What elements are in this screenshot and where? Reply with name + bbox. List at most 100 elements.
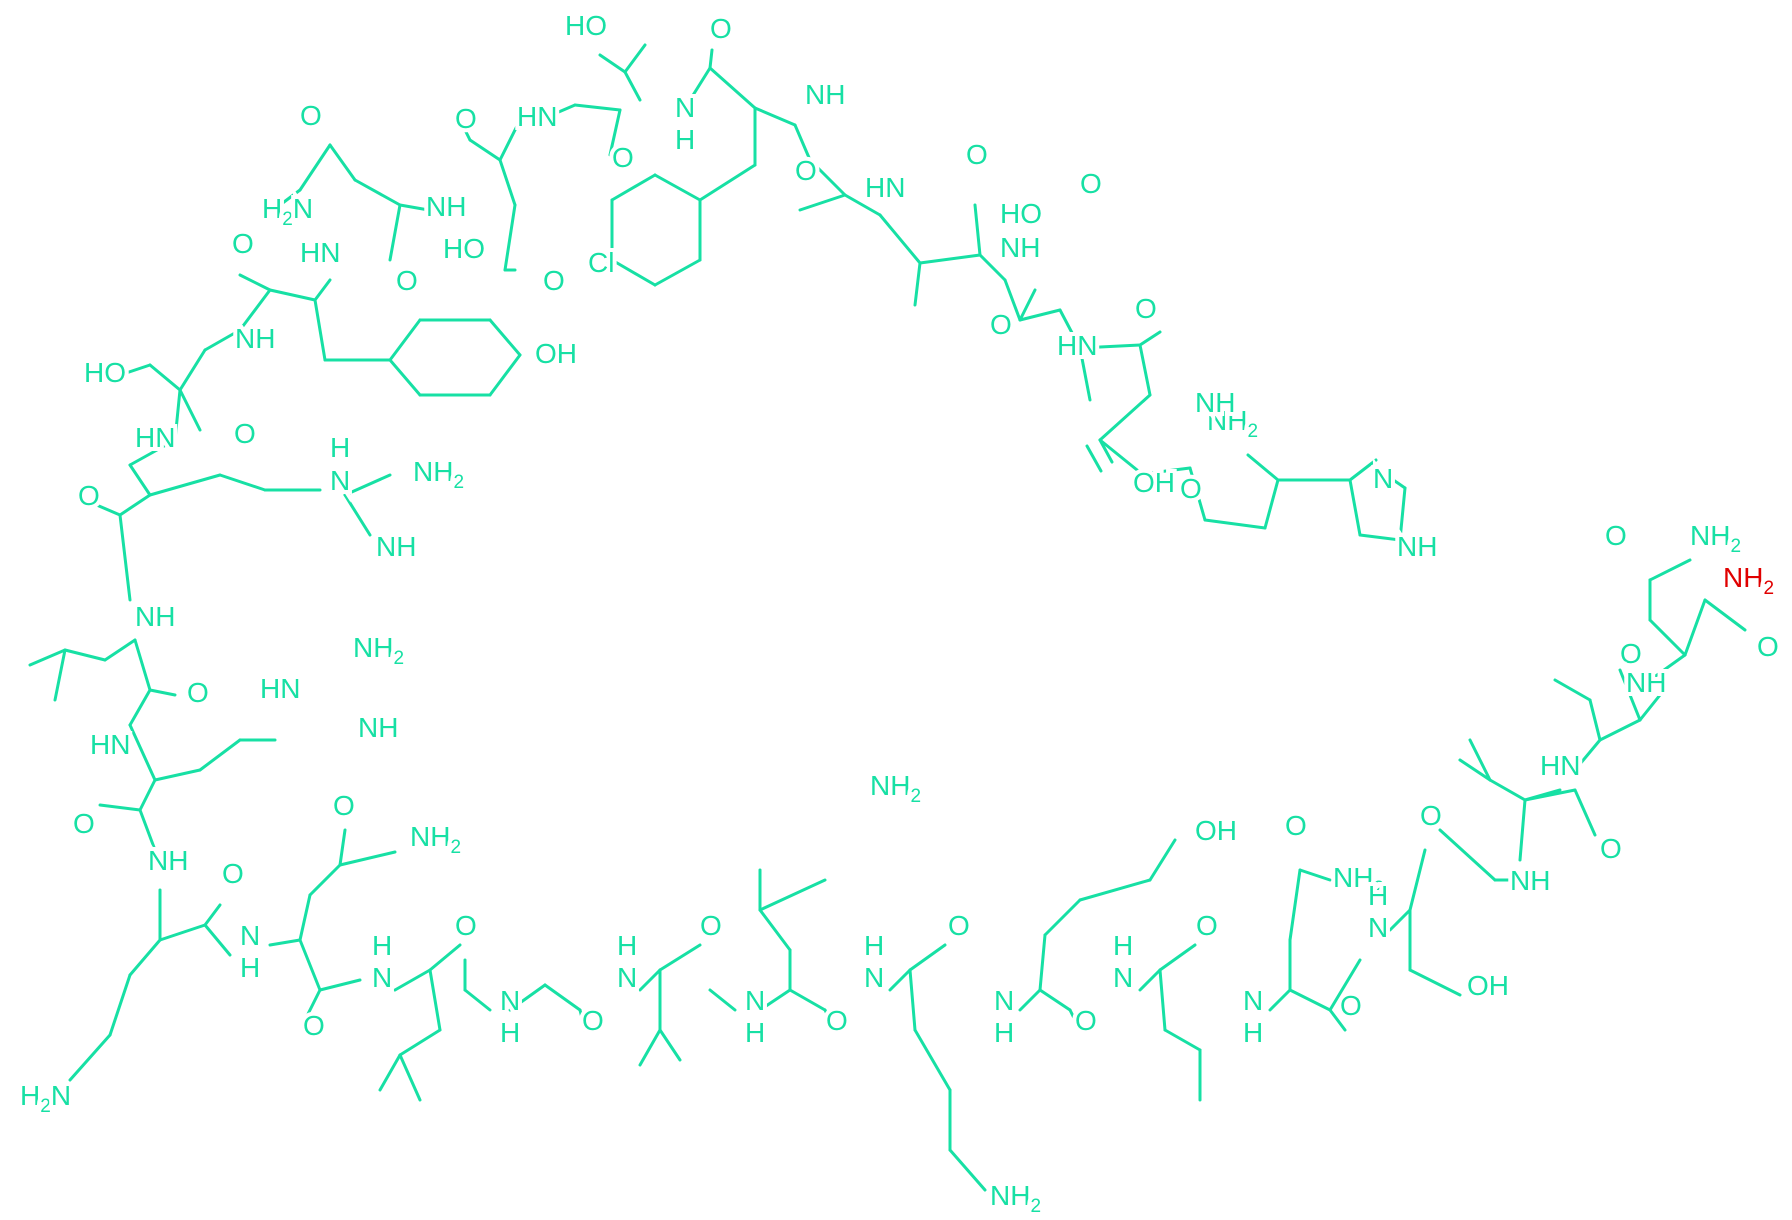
bond bbox=[1078, 346, 1092, 402]
bond bbox=[1038, 988, 1072, 1012]
atom-label-thr2-nh: NH bbox=[235, 323, 275, 354]
bond bbox=[338, 828, 347, 867]
atom-label-ser2-h: H bbox=[1368, 880, 1388, 911]
bond bbox=[398, 203, 442, 214]
atom-label-val2-n: N bbox=[617, 962, 637, 993]
atom-label-phe-nh: NH bbox=[805, 79, 845, 110]
atom-label-tyr1-oh: OH bbox=[535, 338, 577, 369]
atom-label-tyr1-hn: HN bbox=[300, 237, 340, 268]
bond bbox=[598, 53, 627, 74]
atom-label-asn1-o2: O bbox=[300, 100, 322, 131]
bond bbox=[1148, 838, 1177, 882]
bond bbox=[1263, 478, 1280, 530]
atom-label-lys1-h2n: H2N bbox=[20, 1080, 71, 1117]
bond bbox=[573, 103, 622, 112]
atom-label-lys2-o: O bbox=[826, 1005, 848, 1036]
bond bbox=[63, 648, 107, 662]
atom-label-asn1-o: O bbox=[396, 265, 418, 296]
atom-label-his-nh-ring: NH bbox=[1397, 531, 1437, 562]
bond bbox=[1298, 868, 1332, 882]
atom-label-tyr2-o: O bbox=[1075, 1005, 1097, 1036]
atom-label-gln-nh: N bbox=[240, 920, 260, 951]
bond bbox=[1098, 438, 1144, 476]
bond bbox=[298, 143, 332, 192]
bond bbox=[278, 188, 302, 207]
atom-label-asn3-o: O bbox=[1605, 520, 1627, 551]
bond bbox=[128, 463, 152, 497]
bond bbox=[623, 43, 647, 74]
bond bbox=[1158, 968, 1167, 1032]
atom-label-arg2-hn: HN bbox=[260, 673, 300, 704]
atom-label-val1-hn: HN bbox=[865, 172, 905, 203]
bond bbox=[108, 973, 132, 1037]
bond bbox=[698, 163, 757, 202]
bond bbox=[463, 988, 492, 1012]
bond bbox=[298, 893, 312, 942]
bond bbox=[153, 768, 202, 782]
atom-label-arg1-nh2: NH2 bbox=[413, 456, 464, 493]
bond bbox=[464, 130, 472, 142]
bond bbox=[28, 648, 67, 667]
atom-label-phe-o: O bbox=[710, 13, 732, 44]
atom-label-arg2-nh2: NH2 bbox=[353, 632, 404, 669]
atom-label-lys2-n: N bbox=[745, 985, 765, 1016]
bond bbox=[1038, 933, 1047, 992]
bond bbox=[638, 968, 662, 992]
bond bbox=[148, 688, 177, 697]
atom-label-leu3-n: N bbox=[1113, 962, 1133, 993]
bond bbox=[658, 943, 702, 972]
atom-label-leu4-hn: HN bbox=[1540, 750, 1580, 781]
bond bbox=[1043, 898, 1082, 937]
atom-label-asp2-hn: HN bbox=[517, 101, 557, 132]
atom-label-ile-o: O bbox=[1600, 833, 1622, 864]
bond bbox=[468, 138, 502, 162]
bond bbox=[388, 203, 402, 262]
atom-label-asn2-h: H bbox=[1243, 1017, 1263, 1048]
bond bbox=[238, 288, 272, 332]
bond bbox=[708, 48, 714, 70]
bond bbox=[1518, 798, 1527, 862]
bond bbox=[53, 648, 67, 702]
bond bbox=[758, 988, 792, 1012]
bond bbox=[303, 988, 322, 1022]
bond bbox=[908, 968, 917, 1032]
atom-label-val1-o: O bbox=[795, 155, 817, 186]
bond bbox=[908, 943, 947, 972]
bond bbox=[1348, 478, 1362, 537]
bond bbox=[1138, 343, 1152, 397]
atom-label-asp2-ho: HO bbox=[443, 233, 485, 264]
bond bbox=[578, 1008, 587, 1032]
atom-label-val2-o: O bbox=[700, 910, 722, 941]
atom-label-asn3-nh: NH bbox=[1626, 667, 1666, 698]
bond bbox=[428, 968, 442, 1032]
atom-label-asp1-o: O bbox=[990, 309, 1012, 340]
atom-label-leu2-n: N bbox=[372, 962, 392, 993]
bond bbox=[823, 1008, 837, 1032]
bond bbox=[118, 513, 132, 602]
bond bbox=[138, 778, 157, 812]
atom-label-gln-o2: O bbox=[303, 1010, 325, 1041]
bond bbox=[393, 968, 432, 992]
bond bbox=[623, 70, 642, 102]
bond bbox=[178, 388, 202, 432]
atom-label-leu2-o: O bbox=[455, 910, 477, 941]
bond bbox=[1553, 678, 1592, 702]
bond bbox=[1140, 466, 1192, 476]
bond bbox=[343, 493, 372, 537]
bond-layer bbox=[28, 43, 1747, 1192]
bond bbox=[888, 968, 912, 992]
atom-label-ala1-o: O bbox=[966, 139, 988, 170]
atom-label-leu1-nh: NH bbox=[135, 601, 175, 632]
bond bbox=[148, 363, 182, 392]
bond bbox=[708, 988, 737, 1012]
bond bbox=[638, 1028, 662, 1067]
atom-label-his-o: O bbox=[1180, 473, 1202, 504]
bond bbox=[1438, 828, 1497, 882]
bond bbox=[708, 66, 757, 110]
atom-label-phe-cl: Cl bbox=[588, 247, 614, 278]
bond bbox=[1348, 458, 1378, 482]
bond bbox=[173, 388, 182, 442]
bond bbox=[758, 878, 827, 912]
bond bbox=[83, 498, 122, 517]
bond bbox=[1408, 968, 1462, 997]
